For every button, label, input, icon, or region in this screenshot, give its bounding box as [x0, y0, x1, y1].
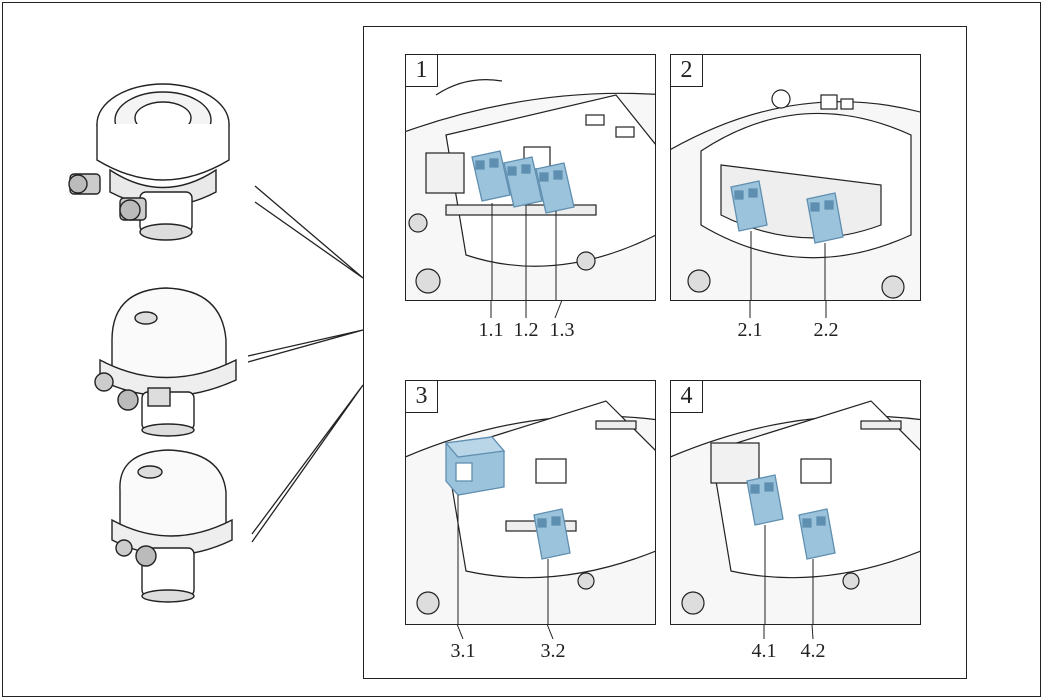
terminal-board-illustration-4 — [671, 400, 920, 624]
terminal-1-3 — [535, 162, 575, 214]
housing-ultra-compact-icon — [111, 449, 233, 603]
panel-3: 3 — [405, 380, 656, 625]
terminal-2-2 — [806, 192, 844, 244]
terminal-4-1 — [746, 474, 784, 526]
panel-2: 2 — [670, 54, 921, 301]
terminal-3-2 — [533, 508, 571, 560]
callout-4-2: 4.2 — [800, 640, 826, 662]
pointer-wedge-middle — [247, 329, 364, 363]
callout-2-2: 2.2 — [813, 319, 839, 341]
housing-compact-icon — [94, 287, 237, 437]
callout-3-1: 3.1 — [450, 640, 476, 662]
panel-4: 4 — [670, 380, 921, 625]
callout-1-1: 1.1 — [478, 319, 504, 341]
housing-aluminium-icon — [68, 83, 230, 241]
panel-number: 2 — [671, 55, 703, 87]
pointer-wedge-top — [254, 185, 364, 279]
callout-3-2: 3.2 — [540, 640, 566, 662]
panel-1: 1 — [405, 54, 656, 301]
terminal-1-2 — [503, 156, 543, 208]
terminal-4-2 — [798, 508, 836, 560]
panel-number: 3 — [406, 381, 438, 413]
terminal-2-1 — [730, 180, 768, 232]
panel-number: 1 — [406, 55, 438, 87]
rj45-connector-3-1 — [444, 436, 506, 496]
callout-1-3: 1.3 — [549, 319, 575, 341]
terminal-1-1 — [471, 150, 511, 202]
terminal-board-illustration-1 — [406, 79, 655, 300]
callout-2-1: 2.1 — [737, 319, 763, 341]
terminal-board-illustration-3 — [406, 400, 655, 624]
callout-1-2: 1.2 — [513, 319, 539, 341]
callout-4-1: 4.1 — [751, 640, 777, 662]
panel-group-frame — [363, 26, 967, 679]
terminal-board-illustration-2 — [671, 89, 920, 300]
panel-number: 4 — [671, 381, 703, 413]
pointer-wedge-bottom — [251, 384, 364, 543]
